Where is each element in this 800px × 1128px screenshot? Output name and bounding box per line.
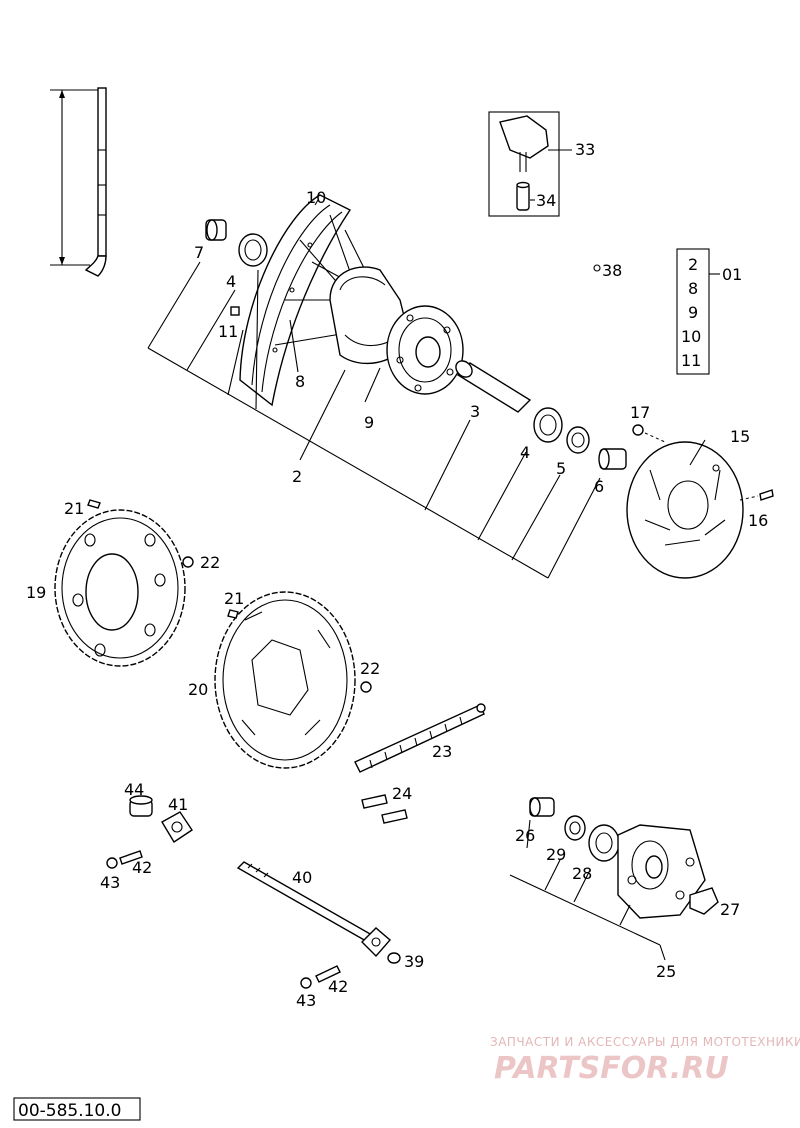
sprocket-large (54, 499, 194, 667)
axle (236, 861, 401, 964)
part-label-23: 23 (432, 742, 452, 761)
part-label-3: 3 (470, 402, 480, 421)
part-label-28: 28 (572, 864, 592, 883)
diagram-code: 00-585.10.0 (18, 1101, 121, 1121)
part-label-38: 38 (602, 261, 622, 280)
watermark-brand: PARTSFOR.RU (494, 1051, 729, 1086)
part-label-5: 5 (556, 459, 566, 478)
spoke-drawing (50, 87, 107, 277)
part-label-7: 7 (194, 243, 204, 262)
part-label-20: 20 (188, 680, 208, 699)
group-member-label: 2 (688, 255, 698, 274)
sprocket-carrier (529, 797, 719, 919)
chain-adjuster-lower (300, 965, 341, 989)
group-member-label: 8 (688, 279, 698, 298)
part-label-40: 40 (292, 868, 312, 887)
group-member-label: 9 (688, 303, 698, 322)
chain (354, 703, 486, 773)
part-label-19: 19 (26, 583, 46, 602)
part-label-4: 4 (226, 272, 236, 291)
chain-link (361, 794, 408, 824)
sprocket-small (214, 591, 372, 769)
part-labels: 10 7 4 11 8 9 2 3 4 5 6 17 15 16 33 34 3… (26, 140, 768, 1010)
part-label-42-a: 42 (132, 858, 152, 877)
part-label-17: 17 (630, 403, 650, 422)
part-label-16: 16 (748, 511, 768, 530)
part-label-27: 27 (720, 900, 740, 919)
part-label-43-b: 43 (296, 991, 316, 1010)
part-label-43-a: 43 (100, 873, 120, 892)
part-label-2: 2 (292, 467, 302, 486)
part-label-26: 26 (515, 826, 535, 845)
diagram-code-box: 00-585.10.0 (13, 1097, 141, 1121)
part-label-4-right: 4 (520, 443, 530, 462)
part-label-22-b: 22 (360, 659, 380, 678)
part-label-24: 24 (392, 784, 412, 803)
part-label-44: 44 (124, 780, 144, 799)
part-label-15: 15 (730, 427, 750, 446)
chain-adjuster-upper (106, 795, 193, 869)
part-label-39: 39 (404, 952, 424, 971)
part-label-34: 34 (536, 191, 556, 210)
part-label-10: 10 (306, 188, 326, 207)
right-bearing-seal-spacer (533, 407, 627, 470)
part-label-11: 11 (218, 322, 238, 341)
part-label-25: 25 (656, 962, 676, 981)
left-bushing-bearing (205, 219, 268, 316)
group-label: 01 (722, 265, 742, 284)
part-label-8: 8 (295, 372, 305, 391)
part-label-9: 9 (364, 413, 374, 432)
watermark-tagline: ЗАПЧАСТИ И АКСЕССУАРЫ ДЛЯ МОТОТЕХНИКИ (490, 1035, 800, 1049)
axle-spacer (455, 360, 532, 413)
part-label-21-b: 21 (224, 589, 244, 608)
part-label-42-b: 42 (328, 977, 348, 996)
brake-disc (626, 424, 774, 579)
part-label-22-a: 22 (200, 553, 220, 572)
group-member-label: 10 (681, 327, 701, 346)
part-label-21-a: 21 (64, 499, 84, 518)
part-label-41: 41 (168, 795, 188, 814)
watermark: ЗАПЧАСТИ И АКСЕССУАРЫ ДЛЯ МОТОТЕХНИКИ PA… (490, 1035, 800, 1086)
part-label-33: 33 (575, 140, 595, 159)
leader-lines (147, 199, 666, 961)
part-label-6: 6 (594, 477, 604, 496)
part-label-29: 29 (546, 845, 566, 864)
rear-wheel-assembly (239, 194, 464, 407)
group-member-label: 11 (681, 351, 701, 370)
valve-box (488, 111, 572, 217)
assembly-group-box: 2 8 9 10 11 01 (676, 248, 742, 375)
